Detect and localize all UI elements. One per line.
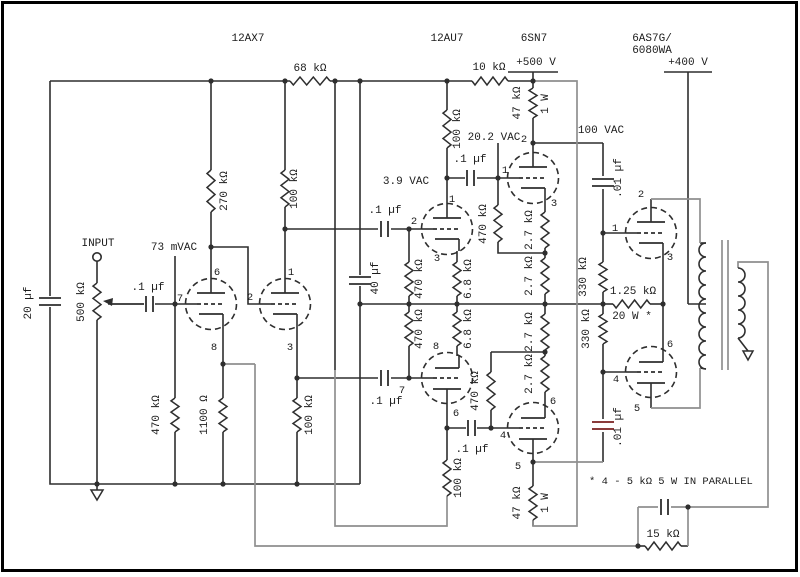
resistor-label-330k-a: 330 kΩ [578, 257, 590, 297]
testpoint-3-9vac: 3.9 VAC [383, 176, 430, 188]
resistor-label-1100: 1100 Ω [199, 395, 211, 435]
supply-label-500v: +500 V [516, 57, 556, 69]
pin-12ax7a-cathode: 8 [211, 342, 217, 354]
cap-label-0-1uf-a: .1 µf [453, 154, 486, 166]
testpoint-20-2vac: 20.2 VAC [468, 132, 521, 144]
pin-6as7a-plate: 2 [638, 189, 644, 201]
pin-12au7a-grid: 2 [411, 216, 417, 228]
resistor-label-2-7k-b: 2.7 kΩ [524, 256, 536, 296]
cap-label-20uf: 20 µf [23, 286, 35, 319]
resistor-label-470k-b: 470 kΩ [414, 309, 426, 349]
pin-12au7b-grid: 7 [399, 385, 405, 397]
resistor-label-6-8k-b: 6.8 kΩ [463, 309, 475, 349]
tube-label-12ax7: 12AX7 [231, 33, 264, 45]
resistor-label-15k: 15 kΩ [646, 529, 679, 541]
cap-label-0-1uf-b: .1 µf [131, 282, 164, 294]
pin-12au7b-plate: 6 [453, 408, 459, 420]
resistor-label-100k-c: 100 kΩ [304, 395, 316, 435]
tube-label-6sn7: 6SN7 [521, 33, 547, 45]
pin-12ax7b-cathode: 3 [287, 342, 293, 354]
pin-12ax7b-grid: 2 [247, 292, 253, 304]
resistor-label-100k-b: 100 kΩ [452, 109, 464, 149]
pin-6sn7b-plate: 5 [515, 461, 521, 473]
pot-label-500k: 500 kΩ [76, 282, 88, 322]
cap-label-40uf: 40 µf [370, 261, 382, 294]
resistor-label-100k-d: 100 kΩ [453, 458, 465, 498]
pin-12au7b-cathode: 8 [433, 341, 439, 353]
pin-6sn7a-plate: 2 [521, 134, 527, 146]
resistor-label-2-7k-c: 2.7 kΩ [524, 312, 536, 352]
pin-6as7b-plate: 5 [634, 403, 640, 415]
resistor-label-470k-input: 470 kΩ [151, 395, 163, 435]
resistor-label-100k-a: 100 kΩ [289, 169, 301, 209]
pin-6as7b-grid: 4 [613, 374, 619, 386]
pin-12ax7b-plate: 1 [288, 267, 294, 279]
resistor-label-68k: 68 kΩ [293, 63, 326, 75]
parallel-resistor-note: * 4 - 5 kΩ 5 W IN PARALLEL [589, 476, 753, 488]
pin-6as7a-grid: 1 [612, 223, 618, 235]
supply-label-400v: +400 V [668, 57, 708, 69]
pin-6as7a-cathode: 3 [667, 252, 673, 264]
testpoint-100vac: 100 VAC [578, 125, 625, 137]
pin-12ax7a-grid: 7 [177, 293, 183, 305]
resistor-label-47k-lower: 47 kΩ [512, 486, 524, 519]
cap-label-0-1uf-e: .1 µf [455, 444, 488, 456]
pin-6sn7a-cathode: 3 [551, 198, 557, 210]
resistor-label-470k-c: 470 kΩ [478, 204, 490, 244]
resistor-label-10k: 10 kΩ [472, 62, 505, 74]
pin-12ax7a-plate: 6 [214, 267, 220, 279]
pin-6sn7b-grid: 4 [500, 430, 506, 442]
resistor-label-2-7k-a: 2.7 kΩ [524, 210, 536, 250]
resistor-label-470k-a: 470 kΩ [414, 259, 426, 299]
pin-12au7a-cathode: 3 [434, 253, 440, 265]
labels-layer: 12AX7 12AU7 6SN7 6AS7G/ 6080WA +500 V +4… [23, 33, 753, 541]
resistor-label-6-8k-a: 6.8 kΩ [463, 259, 475, 299]
resistor-label-20w: 20 W * [612, 311, 652, 323]
resistor-label-330k-b: 330 kΩ [581, 309, 593, 349]
pin-12au7a-plate: 1 [449, 194, 455, 206]
resistor-label-470k-d: 470 kΩ [470, 371, 482, 411]
resistor-label-1w-upper: 1 W [540, 94, 552, 114]
cap-label-0-1uf-c: .1 µf [368, 205, 401, 217]
tube-label-6as7g-line2: 6080WA [632, 45, 672, 57]
pin-6as7b-cathode: 6 [667, 339, 673, 351]
cap-label-0-01uf-lower: .01 µf [613, 407, 625, 447]
tube-label-6as7g-line1: 6AS7G/ [632, 33, 672, 45]
tube-label-12au7: 12AU7 [430, 33, 463, 45]
pin-numbers-layer: 6 7 8 1 2 3 1 2 3 8 7 6 1 2 3 4 5 6 1 2 … [177, 134, 673, 473]
cap-label-0-1uf-d: .1 µf [369, 396, 402, 408]
pin-6sn7b-cathode: 6 [550, 396, 556, 408]
input-terminal-label: INPUT [81, 238, 114, 250]
resistor-label-270k: 270 kΩ [219, 171, 231, 211]
cap-label-0-01uf-upper: .01 µf [613, 158, 625, 198]
wires-and-components-layer [39, 71, 769, 552]
resistor-label-2-7k-d: 2.7 kΩ [524, 354, 536, 394]
resistor-label-1-25k: 1.25 kΩ [610, 286, 657, 298]
resistor-label-1w-lower: 1 W [540, 493, 552, 513]
pin-6sn7a-grid: 1 [502, 165, 508, 177]
testpoint-73mvac: 73 mVAC [151, 242, 198, 254]
resistor-label-47k-upper: 47 kΩ [512, 86, 524, 119]
